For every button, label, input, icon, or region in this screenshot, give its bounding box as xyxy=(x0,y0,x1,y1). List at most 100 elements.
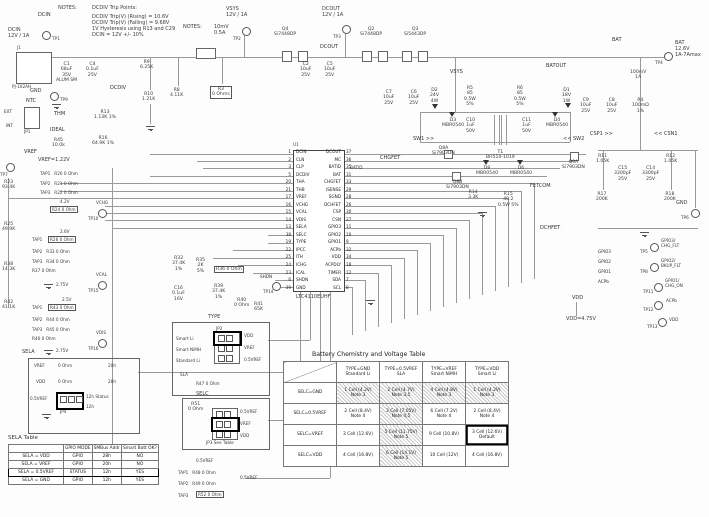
list-item: DCIN = 12V +/- 10% xyxy=(92,32,144,38)
ic-pin-number: 13 xyxy=(285,224,291,230)
wire xyxy=(576,302,577,316)
tp15-circle xyxy=(98,281,107,290)
jp3-selected-position xyxy=(211,417,240,432)
part-c8: C8 10uF 25V xyxy=(606,98,618,114)
wire xyxy=(105,206,293,207)
ic-pin-number: 11 xyxy=(346,224,352,230)
list-item: TAP2 R21 0 Ohm xyxy=(40,180,78,186)
ic-pin-name: ICAL xyxy=(296,269,306,275)
list-item: TAP3 R22 0 Ohm xyxy=(40,190,78,196)
part-c11: C11 1uF 50V xyxy=(522,118,532,134)
ic-pin-number: 20 xyxy=(285,179,291,185)
net-gpio1: GPIO1 xyxy=(598,269,611,274)
part-r5: R5 85 0.5W 5% xyxy=(464,86,476,107)
list-item: VREF xyxy=(240,420,251,426)
ic-pin-number: 7 xyxy=(346,277,349,283)
vcal-default-resistor: R26 0 Ohm xyxy=(48,236,76,244)
ic-pin-name: DCDIV xyxy=(296,171,310,177)
wire xyxy=(344,176,547,177)
list-item: 0.5VREF xyxy=(240,409,258,414)
ic-pin-name: GND xyxy=(296,284,306,290)
net-batout: BATOUT xyxy=(546,63,567,69)
jp1-ref: JP1 xyxy=(24,129,31,134)
part-c7: C7 10uF 25V xyxy=(383,90,395,106)
ic-pin-name: MC xyxy=(334,156,341,162)
ic-pin-number: 6 xyxy=(288,277,291,283)
ic-pin-name: DCIN xyxy=(296,149,307,154)
list-item: Smart Li xyxy=(176,336,194,341)
ic-pin-name: SCL xyxy=(333,284,341,290)
net-acpb: ACPb xyxy=(598,279,609,284)
sela-table-cell: SELA = VREF xyxy=(8,460,64,470)
list-item: VREF xyxy=(244,344,255,350)
vcal-tap1: TAP1 xyxy=(32,237,43,242)
wire xyxy=(344,265,391,266)
ic-pin-number: 19 xyxy=(285,239,291,245)
battery-table-cell: 4 Cell (16.8V) xyxy=(465,445,509,467)
part-d3: D3 MBR0540 xyxy=(442,118,464,129)
ic-pin-name: CLP xyxy=(296,164,304,170)
wire xyxy=(352,287,353,335)
battery-table-cell: 4 Cell (4.8V) Note 3 xyxy=(422,382,466,404)
ic-pin-number: 34 xyxy=(346,254,352,260)
sela-table-cell: SELA = 0.5VREF xyxy=(8,468,64,478)
wire xyxy=(233,250,293,251)
ic-pin-number: 38 xyxy=(285,231,291,237)
diode-symbol xyxy=(483,160,489,165)
ic-pin-name: IPCC xyxy=(296,246,306,252)
wire xyxy=(45,57,665,58)
net-csn1: << CSN1 xyxy=(654,131,678,137)
sela-vdd-label: VDD xyxy=(36,379,46,384)
list-item: R46 0 Ohm xyxy=(32,336,56,342)
vcal-setpoint: 2.6V xyxy=(60,229,70,234)
sela-table-cell: GPIO xyxy=(63,452,93,462)
tp11-ref: TP11 xyxy=(643,289,654,294)
part-r8: R8 4.11K xyxy=(170,88,184,99)
battery-table-header: TYPE=VDD Smart Li xyxy=(465,361,509,383)
part-q4: Q4 Si7448DP xyxy=(274,27,297,38)
wire xyxy=(420,142,570,143)
list-item: TAP3 R34 0 Ohm xyxy=(32,258,70,264)
part-q2: Q2 Si7448DP xyxy=(360,27,383,38)
wire xyxy=(640,57,641,150)
ic-pin-name: VCHG xyxy=(296,201,309,207)
part-c5: C5 10uF 25V xyxy=(324,62,336,78)
list-item: DCDIV Trip(V) (Falling) = 9.68V xyxy=(92,20,170,26)
wire xyxy=(344,183,534,184)
ic-pin-name: CSP xyxy=(332,209,341,215)
tp6-circle xyxy=(691,209,700,218)
ground-symbol xyxy=(366,300,375,306)
wire xyxy=(275,280,293,281)
vdis-label: VDIS xyxy=(96,330,106,335)
wire xyxy=(344,168,560,169)
dcin-terminal-label: DCIN 12V / 1A xyxy=(8,27,30,39)
tp13-circle xyxy=(658,318,667,327)
tp5-circle xyxy=(650,243,659,252)
wire xyxy=(598,150,698,151)
wire xyxy=(105,213,293,214)
wire xyxy=(344,228,456,229)
wire xyxy=(499,115,500,145)
ic-pin-name: GPIO3 xyxy=(328,224,341,230)
ic-pin-name: TYPE xyxy=(296,239,307,245)
battery-table-cell: 1 Cell (4.2V) Note 3 xyxy=(465,382,509,404)
ic-pin-name: ACPb xyxy=(330,246,341,252)
battery-table-cell: 5 Cell (11.75V) Note 5 xyxy=(379,424,423,446)
tp16-circle xyxy=(98,339,107,348)
sela-table-cell: 20h xyxy=(91,460,122,470)
net-vsys: VSYS xyxy=(450,69,463,75)
wire xyxy=(320,290,321,420)
list-item: DCDIV Trip(V) (Rising) = 10.6V xyxy=(92,14,169,20)
ic-pin-name: VDIS xyxy=(296,216,306,222)
list-item: TAP3 R45 0 Ohm xyxy=(32,326,70,332)
wire xyxy=(598,228,698,229)
wire xyxy=(603,150,604,190)
tp9-circle xyxy=(50,92,59,101)
part-d8: D8 MBR0540 xyxy=(476,166,498,177)
net-vref: VREF xyxy=(24,149,37,155)
list-item: Smart NiMH xyxy=(176,346,202,352)
